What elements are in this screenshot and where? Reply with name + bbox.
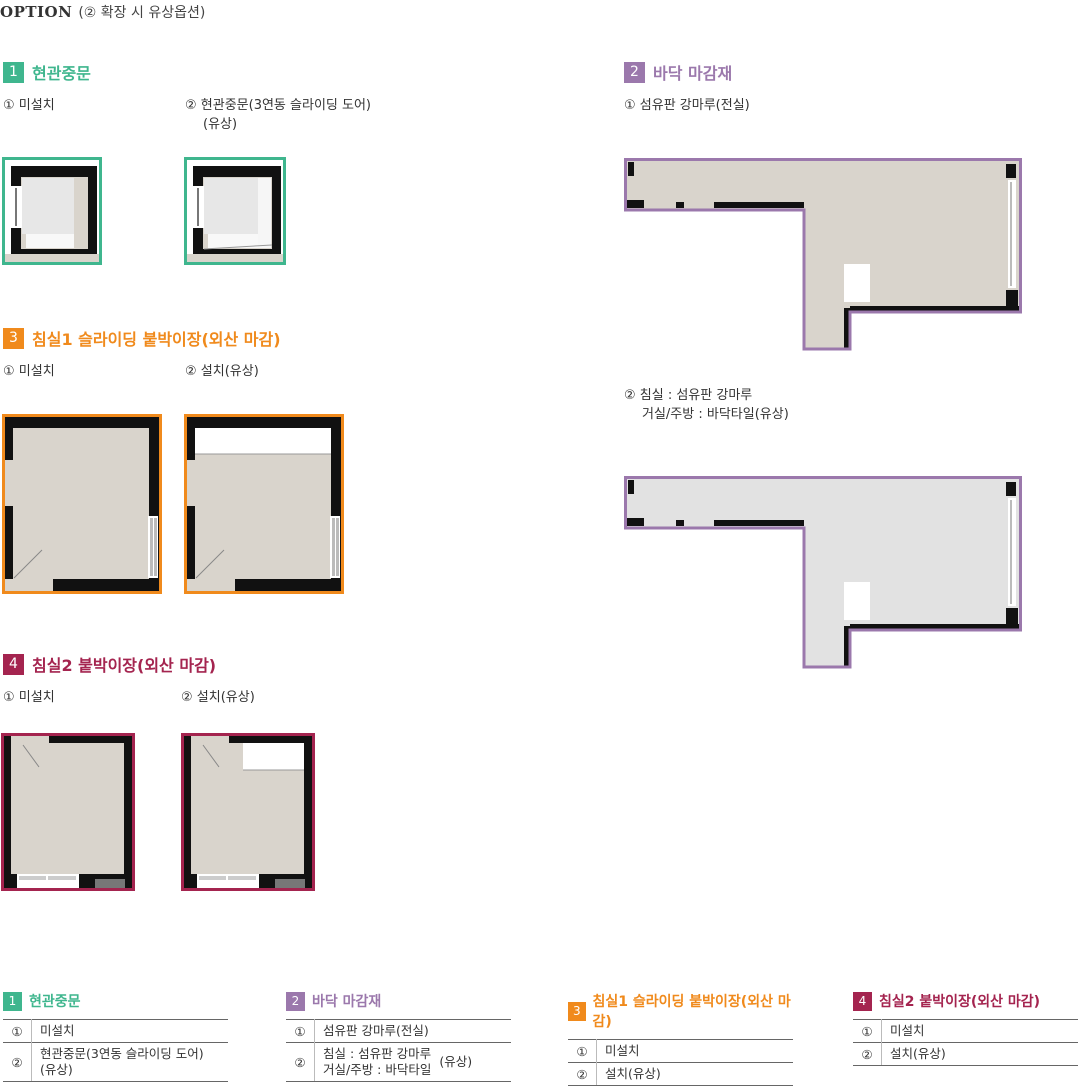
section-1-badge: 1 [3,61,24,83]
table-row: ② 설치(유상) [853,1042,1078,1066]
page-title: OPTION [0,3,73,21]
s3-option-2-label: ② 설치(유상) [185,364,259,379]
s4-option-1-plan [1,733,135,891]
s2-option-2-plan [624,476,1022,669]
table-row: ① 섬유판 강마루(전실) [286,1019,511,1043]
s3-option-1-label: ① 미설치 [3,364,55,379]
summary-section-4: 4 침실2 붙박이장(외산 마감) ① 미설치 ② 설치(유상) [853,991,1078,1066]
summary-section-3: 3 침실1 슬라이딩 붙박이장(외산 마감) ① 미설치 ② 설치(유상) [568,991,793,1086]
section-3-badge: 3 [3,327,24,349]
section-4-badge: 4 [3,653,24,675]
s1-option-1-label: ① 미설치 [3,98,55,113]
table-row: ① 미설치 [853,1019,1078,1043]
table-row: ② 설치(유상) [568,1062,793,1086]
section-1-title: 1 현관중문 [3,60,91,84]
s2-option-2-label: ② 침실 : 섬유판 강마루 거실/주방 : 바닥타일(유상) [624,388,789,422]
s4-option-2-label: ② 설치(유상) [181,690,255,705]
s2-option-1-plan [624,158,1022,351]
section-2-badge: 2 [624,61,645,83]
section-4-title: 4 침실2 붙박이장(외산 마감) [3,652,216,676]
table-row: ① 미설치 [3,1019,228,1043]
section-1-label: 현관중문 [32,64,91,83]
section-2-label: 바닥 마감재 [653,64,733,83]
section-3-title: 3 침실1 슬라이딩 붙박이장(외산 마감) [3,326,281,350]
page-header: OPTION (② 확장 시 유상옵션) [0,2,205,22]
section-2-title: 2 바닥 마감재 [624,60,732,84]
section-3-label: 침실1 슬라이딩 붙박이장(외산 마감) [32,330,281,349]
page-subtitle: (② 확장 시 유상옵션) [78,5,206,21]
s4-option-1-label: ① 미설치 [3,690,55,705]
s1-option-2-plan [184,157,286,265]
s3-option-2-plan [184,414,344,594]
s1-option-2-label: ② 현관중문(3연동 슬라이딩 도어) (유상) [185,98,371,132]
s3-option-1-plan [2,414,162,594]
table-row: ② 현관중문(3연동 슬라이딩 도어)(유상) [3,1042,228,1082]
s4-option-2-plan [181,733,315,891]
section-4-label: 침실2 붙박이장(외산 마감) [32,656,217,675]
summary-table-1: ① 미설치 ② 현관중문(3연동 슬라이딩 도어)(유상) [3,1019,228,1082]
summary-table-4: ① 미설치 ② 설치(유상) [853,1019,1078,1066]
summary-table-3: ① 미설치 ② 설치(유상) [568,1039,793,1086]
table-row: ① 미설치 [568,1039,793,1063]
summary-section-1: 1 현관중문 ① 미설치 ② 현관중문(3연동 슬라이딩 도어)(유상) [3,991,228,1082]
s2-option-1-label: ① 섬유판 강마루(전실) [624,98,750,113]
s1-option-1-plan [2,157,102,265]
